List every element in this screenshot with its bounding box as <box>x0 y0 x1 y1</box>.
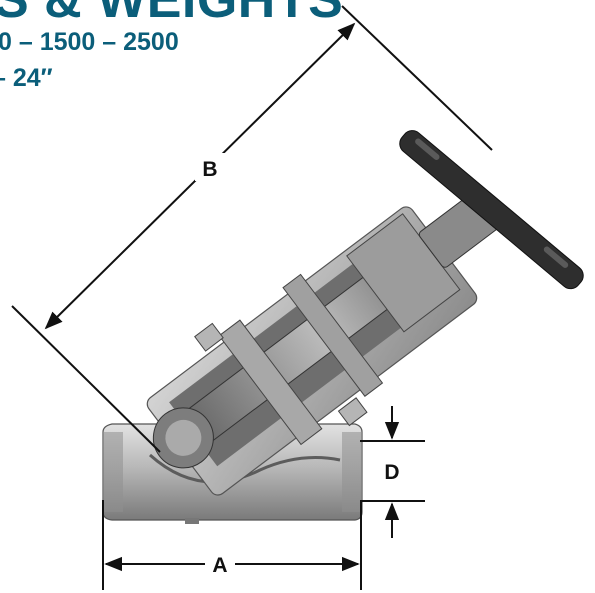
valve-handle <box>399 130 584 290</box>
dimension-a-label: A <box>212 554 227 577</box>
dimension-b: B <box>11 5 493 453</box>
dimension-d: D <box>360 406 425 538</box>
size-range-subtitle: – 24″ <box>0 64 53 92</box>
dimension-b-label: B <box>202 158 217 181</box>
dimension-a: A <box>102 500 362 590</box>
dimension-d-label: D <box>384 461 399 484</box>
valve-bonnet <box>146 186 507 496</box>
